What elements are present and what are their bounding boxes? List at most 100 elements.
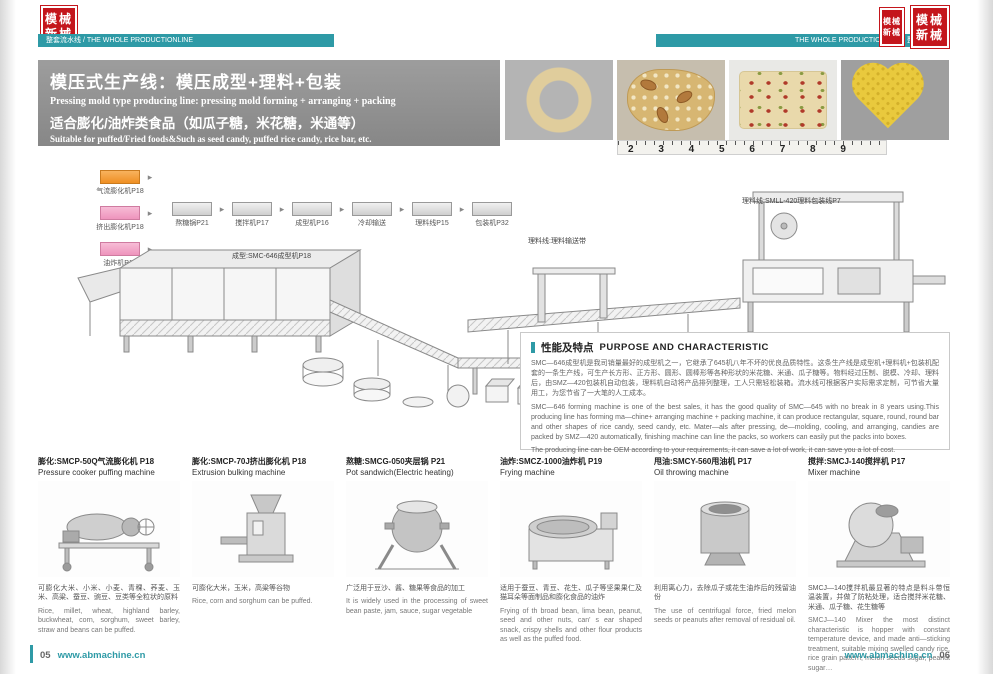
machine-photo: [346, 481, 488, 577]
machine-desc-cn: 可膨化大米、小米、小麦、青稞、荞麦、玉米、高粱、蚕豆、豌豆、豆类等全粒状的原料: [38, 585, 180, 602]
almond: [674, 88, 695, 106]
machine-card-oil-thrower: 甩油:SMCY-560甩油机 P17 Oil throwing machine …: [654, 456, 796, 673]
frying-machine-illustration: [528, 512, 618, 570]
brand-stamp: 模械 新械: [910, 5, 950, 49]
page-title-en: Pressing mold type producing line: press…: [50, 96, 396, 107]
seed-candy: [627, 69, 715, 131]
brand-stamp-text: 模械: [44, 11, 73, 26]
machine-title-cn: 甩油:SMCY-560甩油机 P17: [654, 457, 752, 466]
machine-photo: [192, 481, 334, 577]
machine-title-en: Pressure cooker puffing machine: [38, 468, 155, 477]
flow-caption: 气流膨化机P18: [96, 188, 144, 195]
machine-card-kettle: 熬糖:SMCG-050夹层锅 P21 Pot sandwich(Electric…: [346, 456, 488, 673]
flow-box-extrusion: [100, 206, 140, 220]
header-band-right: THE WHOLE PRODUCTIONLINE / 整套流水线: [656, 34, 950, 47]
machine-title-en: Pot sandwich(Electric heating): [346, 468, 454, 477]
brand-stamp: 模械 新械: [879, 7, 905, 47]
brand-stamp-text: 新械: [883, 27, 901, 37]
puffing-machine-illustration: [58, 513, 160, 572]
almond: [654, 105, 671, 125]
millet-heart: [858, 68, 918, 129]
purpose-text-en2: The producing line can be OEM according …: [531, 447, 896, 455]
extrusion-machine-illustration: [220, 494, 294, 563]
arrow-right-icon: ▸: [219, 204, 225, 214]
machine-catalog-grid: 膨化:SMCP-50Q气流膨化机 P18 Pressure cooker puf…: [38, 456, 950, 673]
flow-caption: 油炸机P19: [103, 260, 137, 267]
mixer-machine-illustration: [836, 502, 926, 568]
purpose-text-en: SMC—646 forming machine is one of the be…: [531, 403, 939, 441]
footer-accent-bar: [30, 645, 33, 663]
machine-card-puffing: 膨化:SMCP-50Q气流膨化机 P18 Pressure cooker puf…: [38, 456, 180, 673]
flow-box-forming: [292, 202, 332, 216]
title-block: 模压式生产线：模压成型+理料+包装 Pressing mold type pro…: [38, 60, 500, 146]
machine-title-en: Oil throwing machine: [654, 468, 729, 477]
jacketed-kettle-illustration: [375, 500, 459, 570]
puffed-rice-ring: [525, 66, 593, 134]
machine-title-cn: 膨化:SMCP-70J挤出膨化机 P18: [192, 457, 307, 466]
machine-desc-en: Rice, millet, wheat, highland barley, bu…: [38, 607, 180, 634]
brand-stamp-text: 新械: [915, 27, 944, 42]
page-subtitle-cn: 适合膨化/油炸类食品（如瓜子糖，米花糖，米通等）: [50, 116, 365, 131]
machine-desc-en: SMCJ—140 Mixer the most distinct charact…: [808, 617, 950, 672]
production-line-drawing: [77, 191, 946, 408]
machine-title-cn: 膨化:SMCP-50Q气流膨化机 P18: [38, 457, 155, 466]
machine-card-extrusion: 膨化:SMCP-70J挤出膨化机 P18 Extrusion bulking m…: [192, 456, 334, 673]
flow-source-puffing: 气流膨化机P18 ▸: [96, 170, 156, 196]
machine-photo: [500, 481, 642, 577]
brand-stamp-text: 模械: [883, 16, 901, 26]
flow-caption: 搅拌机P17: [235, 220, 269, 227]
machine-desc-en: Rice, corn and sorghum can be puffed.: [192, 598, 313, 606]
teal-tick-icon: [531, 342, 535, 353]
label-arranging-conveyor: 理料线:理料输送带: [528, 238, 586, 245]
page-number: 06: [939, 650, 950, 661]
footer-left: 05 www.abmachine.cn: [40, 650, 145, 661]
photo-rice-bar: [729, 60, 837, 140]
machine-desc-cn: 广泛用于豆沙、酱、糖果等食品的加工: [346, 585, 465, 592]
flow-caption: 冷却输送: [358, 220, 386, 227]
machine-photo: [38, 481, 180, 577]
rice-bar: [739, 71, 827, 129]
arrow-right-icon: ▸: [147, 244, 153, 254]
purpose-text-cn: SMC—646成型机是我司销量最好的成型机之一，它继承了645机八年不坏的优良品…: [531, 360, 939, 398]
arrow-right-icon: ▸: [279, 204, 285, 214]
label-forming-machine: 成型:SMC-646成型机P18: [232, 253, 311, 260]
machine-desc-en: It is widely used in the processing of s…: [346, 598, 488, 615]
flow-caption: 成型机P16: [295, 220, 329, 227]
flow-box-packing: [472, 202, 512, 216]
oil-throwing-machine-illustration: [700, 501, 750, 566]
header-band-left: 整套流水线 / THE WHOLE PRODUCTIONLINE: [38, 34, 334, 47]
ruler-numbers: 2 3 4 5 6 7 8 9: [628, 144, 846, 155]
machine-photo: [808, 481, 950, 577]
flow-caption: 包装机P32: [475, 220, 509, 227]
arrow-right-icon: ▸: [399, 204, 405, 214]
flow-box-air-puffing: [100, 170, 140, 184]
ruler-strip: 2 3 4 5 6 7 8 9: [617, 140, 887, 155]
machine-title-cn: 熬糖:SMCG-050夹层锅 P21: [346, 457, 446, 466]
machine-title-en: Mixer machine: [808, 468, 861, 477]
ruler-ticks: [618, 141, 886, 145]
machine-title-cn: 油炸:SMCZ-1000油炸机 P19: [500, 457, 603, 466]
website-url: www.abmachine.cn: [57, 650, 146, 661]
flow-caption: 理料线P15: [415, 220, 449, 227]
flow-caption: 挤出膨化机P18: [96, 224, 144, 231]
flow-box-cooling: [352, 202, 392, 216]
machine-card-mixer: 搅拌:SMCJ-140搅拌机 P17 Mixer machine SMCJ—14…: [808, 456, 950, 673]
machine-desc-cn: 利用离心力，去除瓜子或花生油炸后的残留油份: [654, 585, 796, 602]
page-subtitle-en: Suitable for puffed/Fried foods&Such as …: [50, 134, 372, 144]
flow-box-frying: [100, 242, 140, 256]
machine-desc-cn: SMCJ—140搅拌机最显著的特点是料斗带恒温装置，并做了防粘处理，适合搅拌米花…: [808, 585, 950, 611]
arrow-right-icon: ▸: [147, 208, 153, 218]
photo-puffed-rice-ring: [505, 60, 613, 140]
process-flowchart: 熬糖锅P21 ▸ 搅拌机P17 ▸ 成型机P16 ▸ 冷却输送 ▸ 理料线P15…: [168, 202, 516, 228]
page-edge: [0, 0, 16, 674]
footer-right: www.abmachine.cn 06: [845, 650, 950, 661]
machine-desc-cn: 可膨化大米，玉米，高粱等谷物: [192, 585, 290, 592]
machine-desc-en: The use of centrifugal force, fried melo…: [654, 607, 796, 625]
page-number: 05: [40, 650, 51, 661]
label-packing-line: 理料线:SMLL-420理料包装线P7: [742, 198, 841, 205]
machine-title-en: Extrusion bulking machine: [192, 468, 286, 477]
machine-desc-en: Frying of th broad bean, lima bean, pean…: [500, 607, 642, 644]
page-title-cn: 模压式生产线：模压成型+理料+包装: [50, 73, 342, 92]
machine-title-en: Frying machine: [500, 468, 555, 477]
